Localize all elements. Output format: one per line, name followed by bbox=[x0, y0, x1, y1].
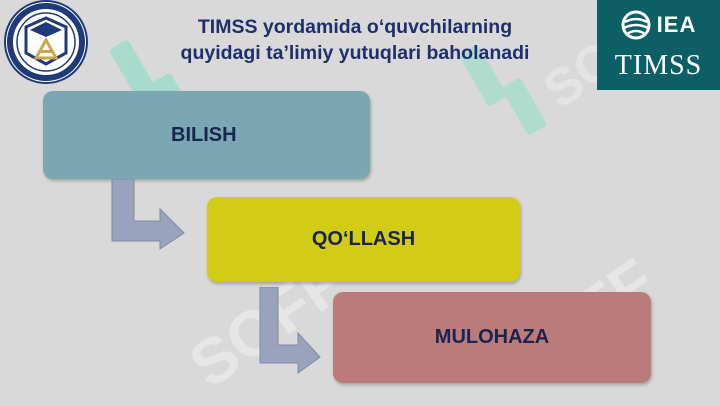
bent-arrow-icon bbox=[259, 287, 321, 374]
iea-text: IEA bbox=[656, 12, 697, 37]
slide-title: TIMSS yordamida o‘quvchilarning quyidagi… bbox=[120, 14, 590, 66]
step-box-bilish: BILISH bbox=[43, 91, 370, 179]
step-label-mulohaza: MULOHAZA bbox=[434, 326, 550, 348]
bent-arrow-icon bbox=[111, 179, 185, 250]
step-box-mulohaza: MULOHAZA bbox=[333, 292, 651, 383]
step-box-qollash: QO‘LLASH bbox=[207, 197, 520, 282]
title-line-1: TIMSS yordamida o‘quvchilarning bbox=[197, 16, 513, 38]
institution-emblem-icon bbox=[4, 0, 88, 84]
title-line-2: quyidagi ta’limiy yutuqlari baholanadi bbox=[180, 42, 530, 64]
timss-text: TIMSS bbox=[614, 50, 703, 81]
iea-row: IEA bbox=[597, 8, 720, 42]
step-label-qollash: QO‘LLASH bbox=[311, 228, 416, 250]
globe-icon bbox=[621, 10, 651, 40]
step-label-bilish: BILISH bbox=[171, 123, 237, 146]
iea-timss-logo: IEA TIMSS bbox=[597, 0, 720, 90]
